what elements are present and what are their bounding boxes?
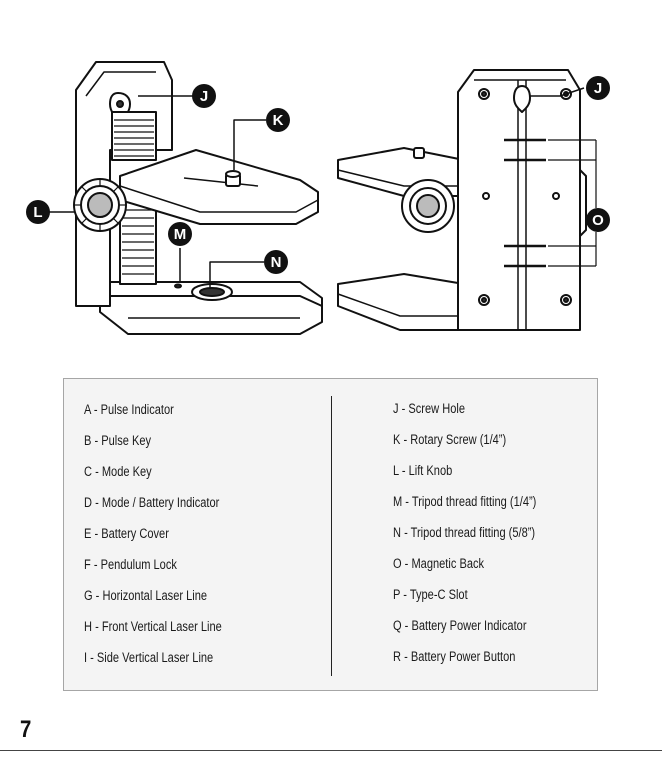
legend-item-q: Q - Battery Power Indicator (393, 618, 527, 633)
legend-item-j: J - Screw Hole (393, 401, 465, 416)
bracket-back-view (337, 69, 597, 331)
legend-item-b: B - Pulse Key (84, 433, 152, 448)
svg-text:O: O (592, 212, 604, 229)
legend-item-c: C - Mode Key (84, 464, 152, 479)
callout-j-right: J (586, 76, 610, 100)
callout-o: O (586, 208, 610, 232)
callout-k: K (266, 108, 290, 132)
callout-n: N (264, 250, 288, 274)
callout-j-left: J (192, 84, 216, 108)
legend-item-h: H - Front Vertical Laser Line (84, 619, 222, 634)
legend-item-i: I - Side Vertical Laser Line (84, 650, 214, 665)
legend-item-o: O - Magnetic Back (393, 556, 485, 571)
svg-text:L: L (33, 204, 42, 221)
svg-text:M: M (174, 226, 187, 243)
legend-item-g: G - Horizontal Laser Line (84, 588, 208, 603)
legend-item-a: A - Pulse Indicator (84, 402, 174, 417)
legend-divider (331, 396, 332, 676)
parts-legend: A - Pulse Indicator B - Pulse Key C - Mo… (63, 378, 598, 691)
bracket-front-view (48, 61, 323, 335)
callout-l: L (26, 200, 50, 224)
legend-item-n: N - Tripod thread fitting (5/8”) (393, 525, 536, 540)
legend-item-e: E - Battery Cover (84, 526, 169, 541)
svg-text:N: N (271, 254, 282, 271)
legend-item-l: L - Lift Knob (393, 463, 453, 478)
legend-item-r: R - Battery Power Button (393, 649, 516, 664)
callout-m: M (168, 222, 192, 246)
legend-item-k: K - Rotary Screw (1/4”) (393, 432, 507, 447)
svg-text:J: J (200, 88, 208, 105)
svg-text:K: K (273, 112, 284, 129)
svg-text:J: J (594, 80, 602, 97)
legend-item-d: D - Mode / Battery Indicator (84, 495, 220, 510)
footer-rule (0, 750, 662, 751)
legend-item-p: P - Type-C Slot (393, 587, 468, 602)
legend-item-m: M - Tripod thread fitting (1/4”) (393, 494, 537, 509)
bracket-illustration: J K L M N J O (26, 61, 610, 335)
page-number: 7 (20, 716, 32, 743)
legend-item-f: F - Pendulum Lock (84, 557, 177, 572)
